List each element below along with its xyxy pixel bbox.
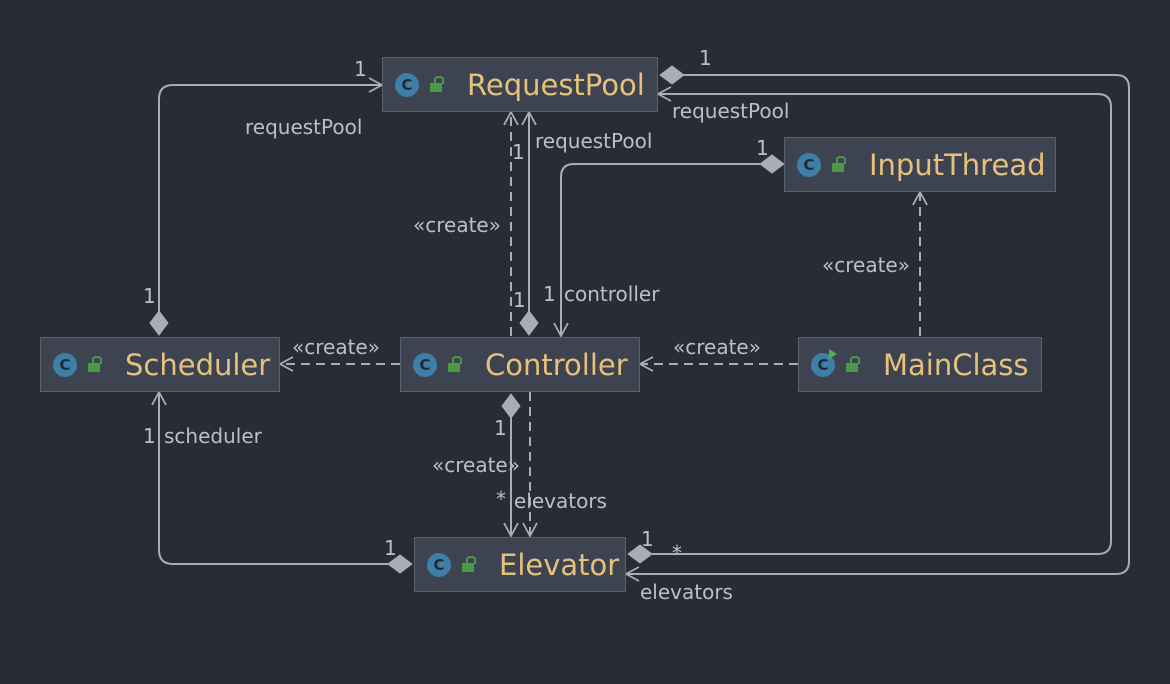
class-controller[interactable]: C Controller xyxy=(400,337,640,392)
label-create-inputthread: «create» xyxy=(822,253,910,277)
class-requestpool[interactable]: C RequestPool xyxy=(382,57,658,112)
diamond-requestpool xyxy=(659,65,685,85)
class-icon: C xyxy=(797,152,821,177)
class-name: InputThread xyxy=(869,147,1046,182)
role-elevators-requestpool: elevators xyxy=(640,580,733,604)
role-requestpool-elevator: requestPool xyxy=(672,99,790,123)
mult-elevators-many: * xyxy=(496,487,506,511)
mult-controller-composition-bottom: 1 xyxy=(494,416,507,440)
lock-icon xyxy=(462,555,476,572)
role-controller: controller xyxy=(564,282,660,306)
class-name: Scheduler xyxy=(125,347,271,382)
diamond-inputthread xyxy=(759,154,785,174)
label-create-elevator: «create» xyxy=(432,453,520,477)
run-icon xyxy=(829,349,837,359)
class-name: MainClass xyxy=(883,347,1029,382)
role-scheduler: scheduler xyxy=(164,424,262,448)
label-create-requestpool: «create» xyxy=(413,213,501,237)
label-create-controller: «create» xyxy=(673,335,761,359)
class-name: Controller xyxy=(485,347,628,382)
edge-elevator-scheduler xyxy=(151,390,388,565)
mult-inputthread-composition: 1 xyxy=(756,136,769,160)
lock-icon xyxy=(846,355,860,372)
diamond-elevator-left xyxy=(387,554,413,574)
class-inputthread[interactable]: C InputThread xyxy=(784,137,1056,192)
class-name: RequestPool xyxy=(467,67,645,102)
edge-elevator-requestpool xyxy=(652,86,1112,555)
mult-requestpool-controller: 1 xyxy=(512,140,525,164)
diamond-elevator-right xyxy=(627,544,653,564)
diamond-controller-top xyxy=(519,310,539,336)
diamond-controller-bottom xyxy=(501,393,521,419)
lock-icon xyxy=(448,355,462,372)
class-icon: C xyxy=(427,552,451,577)
mult-scheduler-composition: 1 xyxy=(143,284,156,308)
role-requestpool-scheduler: requestPool xyxy=(245,115,363,139)
role-requestpool-controller: requestPool xyxy=(535,129,653,153)
mult-elevator-composition-right: 1 xyxy=(641,527,654,551)
mult-elevator-composition-left: 1 xyxy=(384,536,397,560)
mult-scheduler-role: 1 xyxy=(143,424,156,448)
mult-requestpool-scheduler: 1 xyxy=(354,57,367,81)
edge-requestpool-elevator xyxy=(624,74,1130,582)
class-icon: C xyxy=(395,72,419,97)
lock-icon xyxy=(88,355,102,372)
class-scheduler[interactable]: C Scheduler xyxy=(40,337,280,392)
mult-controller-composition-top: 1 xyxy=(513,288,526,312)
diamond-scheduler xyxy=(149,310,169,336)
class-icon: C xyxy=(53,352,77,377)
label-create-scheduler: «create» xyxy=(292,335,380,359)
lock-icon xyxy=(430,75,444,92)
edge-scheduler-requestpool xyxy=(158,77,384,314)
class-elevator[interactable]: C Elevator xyxy=(414,537,626,592)
lock-icon xyxy=(832,155,846,172)
mult-controller-role: 1 xyxy=(543,282,556,306)
class-icon: C xyxy=(413,352,437,377)
class-mainclass[interactable]: C MainClass xyxy=(798,337,1042,392)
role-elevators-controller: elevators xyxy=(514,489,607,513)
edge-inputthread-controller xyxy=(553,163,760,338)
class-name: Elevator xyxy=(499,547,620,582)
mult-requestpool-many: * xyxy=(672,541,682,565)
mult-requestpool-composition: 1 xyxy=(699,46,712,70)
